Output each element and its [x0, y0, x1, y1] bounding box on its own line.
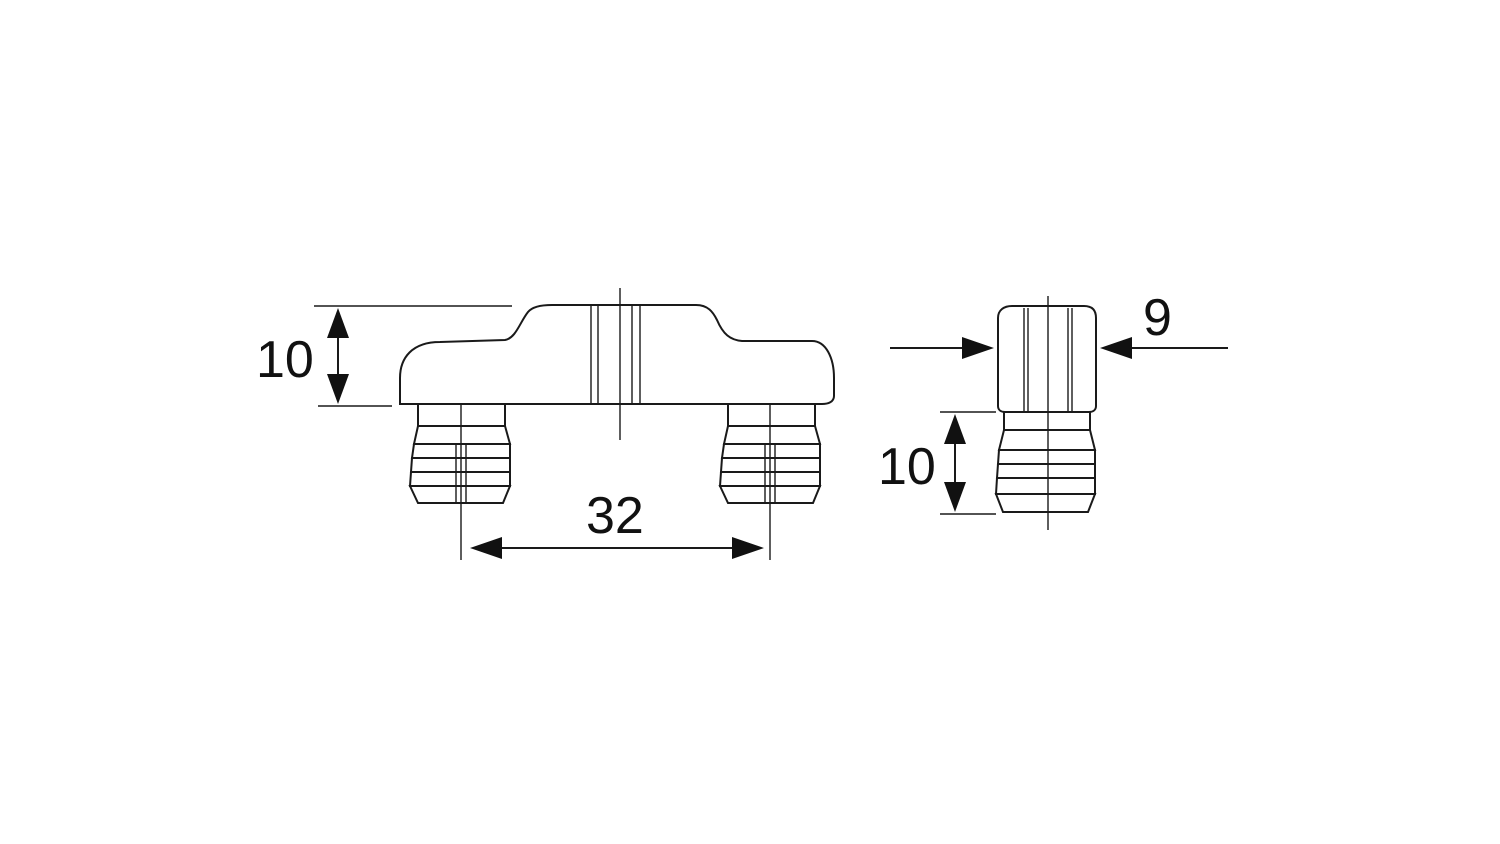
front-left-pin — [408, 404, 512, 560]
front-height-dimension: 10 — [256, 305, 512, 407]
arrow-left-icon — [470, 537, 502, 559]
arrow-down-icon — [944, 482, 966, 512]
side-pin — [994, 412, 1097, 513]
side-view: 9 10 — [878, 289, 1228, 530]
pin-spacing-dimension: 32 — [470, 487, 764, 559]
side-width-label: 9 — [1143, 289, 1172, 347]
front-height-label: 10 — [256, 331, 314, 389]
arrow-left-icon — [1100, 337, 1132, 359]
front-view: 10 32 — [256, 288, 835, 560]
pin-spacing-label: 32 — [586, 487, 644, 545]
arrow-right-icon — [962, 337, 994, 359]
arrow-down-icon — [327, 374, 349, 404]
front-right-pin — [718, 404, 822, 560]
side-pin-height-label: 10 — [878, 438, 936, 496]
arrow-right-icon — [732, 537, 764, 559]
side-pin-height-dimension: 10 — [878, 411, 996, 515]
arrow-up-icon — [327, 308, 349, 338]
side-view-cap — [997, 305, 1097, 413]
front-view-body — [399, 304, 835, 405]
side-width-dimension: 9 — [890, 289, 1228, 359]
arrow-up-icon — [944, 414, 966, 444]
